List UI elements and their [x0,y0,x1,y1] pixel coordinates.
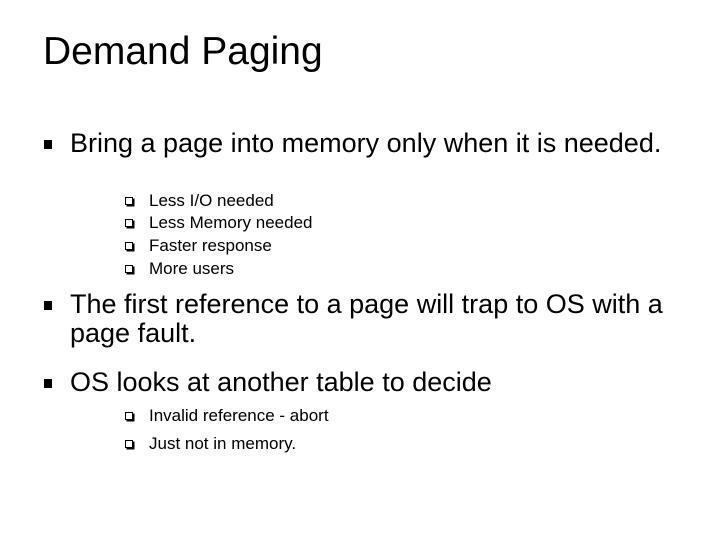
bullet-item: The first reference to a page will trap … [44,289,670,348]
bullet-text: The first reference to a page will trap … [70,289,663,348]
bullet-item: OS looks at another table to decide [44,367,670,397]
hollow-square-bullet-icon [125,197,133,205]
bullet-text: Bring a page into memory only when it is… [70,128,662,158]
sub-bullet-text: More users [149,259,235,278]
sub-bullet-text: Faster response [149,236,272,255]
sub-bullet-item: More users [125,258,235,280]
square-bullet-icon [44,140,52,149]
sub-bullet-text: Less Memory needed [149,213,313,232]
hollow-square-bullet-icon [125,440,133,448]
sub-bullet-text: Less I/O needed [149,191,274,210]
hollow-square-bullet-icon [125,242,133,250]
bullet-text: OS looks at another table to decide [70,367,492,397]
sub-bullet-item: Less Memory needed [125,212,313,234]
hollow-square-bullet-icon [125,219,133,227]
sub-bullet-item: Faster response [125,235,272,257]
sub-bullet-text: Invalid reference - abort [149,406,329,425]
hollow-square-bullet-icon [125,412,133,420]
square-bullet-icon [44,379,52,388]
sub-bullet-item: Less I/O needed [125,190,274,212]
square-bullet-icon [44,301,52,310]
sub-bullet-item: Invalid reference - abort [125,405,329,427]
slide-title: Demand Paging [43,30,323,73]
bullet-item: Bring a page into memory only when it is… [44,128,670,158]
sub-bullet-text: Just not in memory. [149,434,297,453]
sub-bullet-item: Just not in memory. [125,433,297,455]
hollow-square-bullet-icon [125,265,133,273]
